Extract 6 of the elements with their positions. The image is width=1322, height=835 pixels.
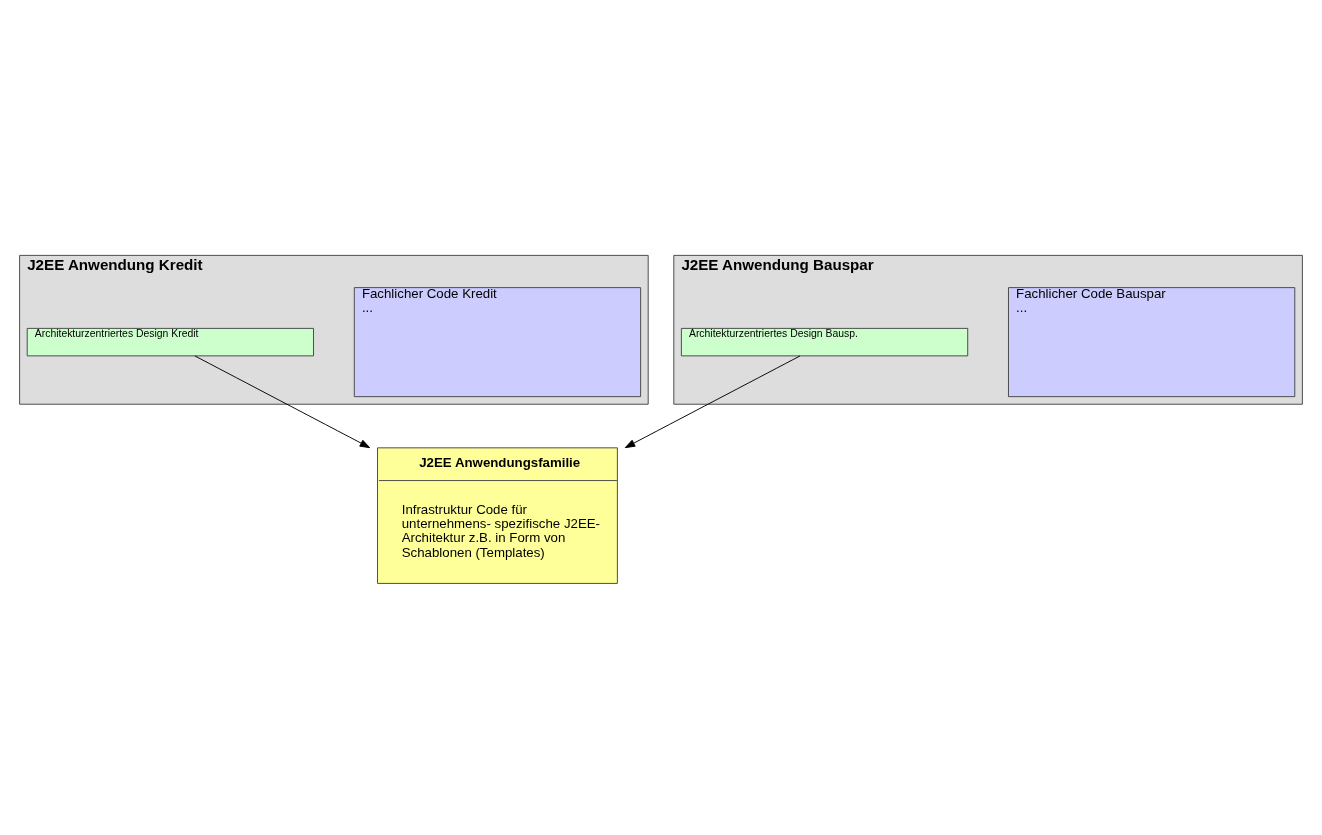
node-box: Fachlicher Code Kredit ... [353, 287, 642, 398]
node-box: Fachlicher Code Bauspar ... [1008, 287, 1296, 398]
arrow [624, 355, 801, 449]
arrow [194, 355, 371, 449]
node-box: Architekturzentriertes Design Bausp. [680, 327, 969, 357]
node-box: Architekturzentriertes Design Kredit [26, 327, 314, 357]
